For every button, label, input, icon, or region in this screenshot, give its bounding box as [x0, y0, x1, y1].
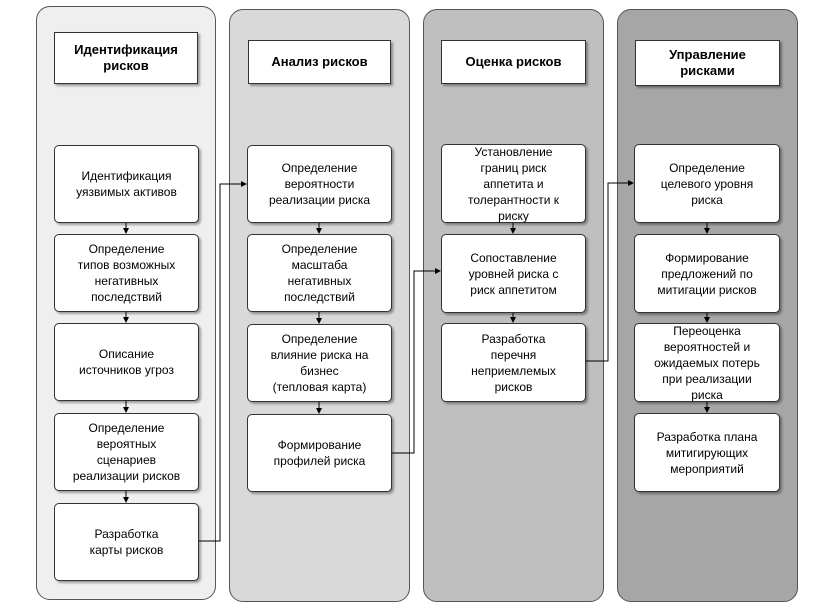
- step-scale: Определение масштаба негативных последст…: [247, 234, 392, 312]
- step-mitigation-plan: Разработка плана митигирующих мероприяти…: [634, 413, 780, 492]
- step-identify-assets: Идентификация уязвимых активов: [54, 145, 199, 223]
- step-mitigation-proposals: Формирование предложений по митигации ри…: [634, 234, 780, 313]
- header-management: Управление рисками: [635, 40, 780, 86]
- header-analysis: Анализ рисков: [248, 40, 391, 84]
- step-define-scenarios: Определение вероятных сценариев реализац…: [54, 413, 199, 491]
- step-target-level: Определение целевого уровня риска: [634, 144, 780, 223]
- step-reassessment: Переоценка вероятностей и ожидаемых поте…: [634, 323, 780, 402]
- step-risk-map: Разработка карты рисков: [54, 503, 199, 581]
- step-risk-profiles: Формирование профилей риска: [247, 414, 392, 492]
- header-assessment: Оценка рисков: [441, 40, 586, 84]
- step-business-impact: Определение влияние риска на бизнес (теп…: [247, 324, 392, 402]
- step-risk-appetite: Установление границ риск аппетита и толе…: [441, 144, 586, 223]
- step-compare-levels: Сопоставление уровней риска с риск аппет…: [441, 234, 586, 313]
- step-define-consequences: Определение типов возможных негативных п…: [54, 234, 199, 312]
- step-unacceptable-list: Разработка перечня неприемлемых рисков: [441, 323, 586, 402]
- step-probability: Определение вероятности реализации риска: [247, 145, 392, 223]
- step-describe-threats: Описание источников угроз: [54, 323, 199, 401]
- header-identification: Идентификация рисков: [54, 32, 198, 84]
